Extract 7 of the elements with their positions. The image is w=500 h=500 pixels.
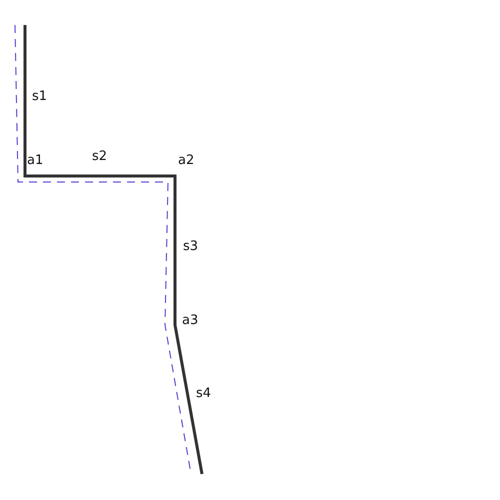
segment-label: s2: [92, 149, 108, 164]
segment-label: a1: [27, 153, 44, 168]
segment-label: s3: [183, 239, 198, 254]
segment-label: a3: [182, 313, 198, 328]
segment-label: a2: [178, 153, 194, 168]
segment-label: s1: [32, 89, 48, 104]
segment-label: s4: [196, 386, 212, 401]
